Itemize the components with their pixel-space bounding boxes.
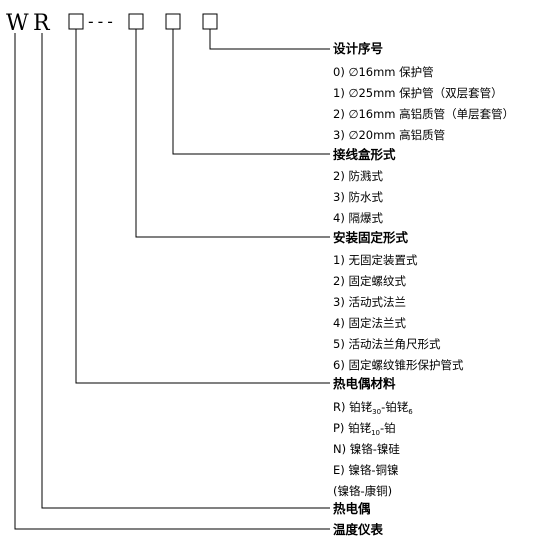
section-title-mounting: 安装固定形式 bbox=[333, 230, 409, 245]
option-material-r: R) 铂铑30-铂铑6 bbox=[333, 400, 413, 416]
section-title-design: 设计序号 bbox=[333, 41, 383, 56]
option-junction-4: 4) 隔爆式 bbox=[333, 211, 383, 225]
option-mounting-2: 2) 固定螺纹式 bbox=[333, 274, 406, 288]
option-mounting-1: 1) 无固定装置式 bbox=[333, 253, 418, 267]
option-junction-2: 2) 防溅式 bbox=[333, 169, 383, 183]
connector-design bbox=[209, 29, 330, 50]
connector-mounting bbox=[135, 29, 330, 238]
section-title-junction: 接线盒形式 bbox=[333, 147, 396, 162]
option-mounting-5: 5) 活动法兰角尺形式 bbox=[333, 337, 441, 351]
code-dashes: --- bbox=[86, 12, 115, 31]
option-material-p-text2: -铂 bbox=[380, 421, 396, 435]
connector-material bbox=[75, 29, 330, 384]
code-letter-r: R bbox=[33, 11, 51, 36]
option-material-r-sub2: 6 bbox=[408, 408, 413, 416]
option-material-r-text: R) 铂铑 bbox=[333, 400, 373, 414]
code-box-mounting bbox=[128, 13, 144, 30]
option-design-3: 3) ∅20mm 高铝质管 bbox=[333, 128, 445, 142]
option-material-n: N) 镍铬-镍硅 bbox=[333, 442, 400, 456]
option-mounting-6: 6) 固定螺纹锥形保护管式 bbox=[333, 358, 464, 372]
option-junction-3: 3) 防水式 bbox=[333, 190, 383, 204]
option-material-r-text2: -铂铑 bbox=[381, 400, 409, 414]
code-box-material bbox=[68, 13, 84, 30]
option-material-p: P) 铂铑10-铂 bbox=[333, 421, 396, 437]
connector-junction bbox=[172, 29, 330, 155]
option-mounting-4: 4) 固定法兰式 bbox=[333, 316, 406, 330]
option-material-r-sub: 30 bbox=[372, 408, 381, 416]
connector-thermocouple bbox=[41, 33, 330, 509]
option-material-p-sub: 10 bbox=[371, 429, 380, 437]
code-box-junction bbox=[165, 13, 181, 30]
connector-instrument bbox=[14, 33, 330, 530]
option-design-1: 1) ∅25mm 保护管（双层套管） bbox=[333, 86, 503, 100]
option-material-e-note: (镍铬-康铜) bbox=[333, 484, 392, 498]
option-design-2: 2) ∅16mm 高铝质管（单层套管） bbox=[333, 107, 514, 121]
section-title-instrument: 温度仪表 bbox=[333, 522, 384, 537]
option-mounting-3: 3) 活动式法兰 bbox=[333, 295, 406, 309]
section-title-material: 热电偶材料 bbox=[333, 376, 396, 391]
code-letter-w: W bbox=[6, 11, 29, 36]
option-material-e: E) 镍铬-铜镍 bbox=[333, 463, 399, 477]
section-title-thermocouple: 热电偶 bbox=[333, 501, 371, 516]
code-box-design bbox=[202, 13, 218, 30]
option-design-0: 0) ∅16mm 保护管 bbox=[333, 65, 434, 79]
option-material-p-text: P) 铂铑 bbox=[333, 421, 372, 435]
